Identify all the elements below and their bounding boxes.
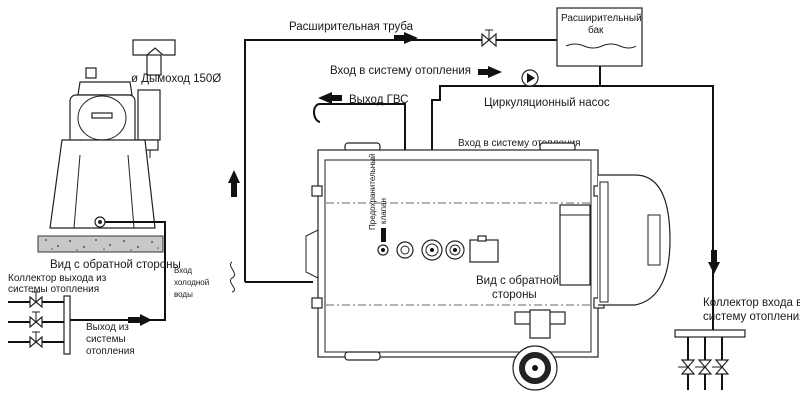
cold-water-squiggle (230, 261, 236, 293)
outlet-flow-arrow (140, 314, 152, 326)
control-box (559, 204, 591, 286)
safety-valve-label-1: Предохранительный (368, 153, 377, 230)
rear-view-boiler (305, 142, 671, 391)
dhw-pipe (313, 103, 406, 242)
inlet-collector-bar (674, 329, 746, 338)
collector-outlet-label-1: Коллектор выхода из (8, 273, 107, 284)
circulation-pump-label: Циркуляционный насос (484, 97, 610, 109)
return-nozzle (445, 240, 465, 260)
collector-outlet-label-2: системы отопления (8, 284, 99, 295)
expansion-valve (481, 29, 497, 48)
riser-up-arrow-tail (231, 183, 237, 197)
expansion-tank-label-1: Расширительный (561, 13, 642, 24)
heating-outlet-label-2: системы (86, 334, 126, 345)
bolt-left-bottom (311, 297, 323, 309)
side-leg-inner-left (73, 154, 81, 229)
rear-view-left-label: Вид с обратной стороны (50, 259, 181, 271)
heating-outlet-label-3: отопления (86, 346, 135, 357)
expansion-arrow-tail (394, 35, 404, 41)
rear-view-right-label-2: стороны (492, 289, 537, 301)
dhw-outlet-label: Выход ГВС (349, 94, 408, 106)
bottom-foot-left (344, 351, 381, 361)
side-top-cover (77, 81, 133, 96)
safety-valve (377, 228, 389, 256)
dhw-outlet-line (313, 92, 406, 242)
collector-inlet-label-2: систему отопления (703, 311, 800, 323)
dhw-nozzle (396, 241, 414, 259)
side-view-boiler (37, 39, 176, 321)
inlet-collector (674, 329, 746, 390)
chimney-label: ø Дымоход 150Ø (131, 73, 221, 85)
burner-window (647, 214, 661, 266)
expansion-tank-body (556, 7, 643, 67)
side-fitting-center (98, 220, 102, 224)
side-burner-box (137, 89, 161, 141)
side-drum-slot (91, 112, 113, 119)
supply-right-pipe (599, 66, 714, 330)
heating-supply-line (431, 66, 720, 330)
expansion-tank-water (565, 43, 637, 49)
outlet-collector (8, 291, 152, 355)
heating-inlet-arrow (488, 66, 502, 78)
supply-to-boiler-pipe (431, 85, 600, 242)
boiler-inner-frame (324, 159, 592, 353)
inlet-valve-1 (678, 359, 696, 375)
outlet-valve-1 (29, 291, 43, 309)
pump-triangle (527, 73, 535, 83)
side-concrete-base (37, 235, 164, 253)
burner-flange (599, 181, 609, 303)
side-top-knob (85, 67, 97, 79)
outlet-collector-bar (63, 295, 71, 355)
outlet-valve-3 (29, 331, 43, 349)
axle-center (529, 309, 551, 339)
cold-water-label-1: Вход (174, 266, 192, 275)
expansion-arrow (404, 32, 418, 44)
left-side-handle (305, 229, 319, 279)
boiler-wheel (512, 345, 558, 391)
heating-inlet-arrow-tail (478, 69, 488, 75)
concrete-texture (45, 239, 159, 251)
supply-nozzle (421, 239, 443, 261)
pump-box-top (477, 235, 487, 242)
heating-inlet-top-label: Вход в систему отопления (330, 65, 471, 77)
burner-housing (598, 174, 671, 306)
safety-valve-label-2: клапан (379, 198, 388, 224)
inlet-valve-2 (695, 359, 713, 375)
bolt-left-top (311, 185, 323, 197)
chimney-cap (132, 39, 176, 56)
dhw-arrow-tail (332, 95, 342, 101)
side-legs (49, 139, 156, 229)
dhw-arrow (318, 92, 332, 104)
pump-box (469, 239, 499, 263)
riser-up-arrow (228, 170, 240, 183)
cold-water-label-2: холодной (174, 278, 209, 287)
side-leg-inner-right (127, 154, 135, 229)
collector-inlet-label-1: Коллектор входа в (703, 297, 800, 309)
inlet-valve-3 (712, 359, 730, 375)
collector-down-arrow (708, 262, 720, 274)
expansion-pipe-label: Расширительная труба (289, 21, 414, 33)
rear-view-right-label-1: Вид с обратной (476, 275, 559, 287)
expansion-tank (556, 7, 643, 67)
cold-water-label-3: воды (174, 290, 193, 299)
collector-down-arrow-tail (711, 250, 717, 262)
expansion-tank-label-2: бак (588, 24, 604, 36)
outlet-flow-arrow-tail (128, 317, 140, 323)
heating-inlet-mid-label: Вход в систему отопления (458, 138, 581, 149)
outlet-valve-2 (29, 311, 43, 329)
heating-outlet-label-1: Выход из (86, 322, 129, 333)
chimney-pipe (146, 54, 162, 76)
